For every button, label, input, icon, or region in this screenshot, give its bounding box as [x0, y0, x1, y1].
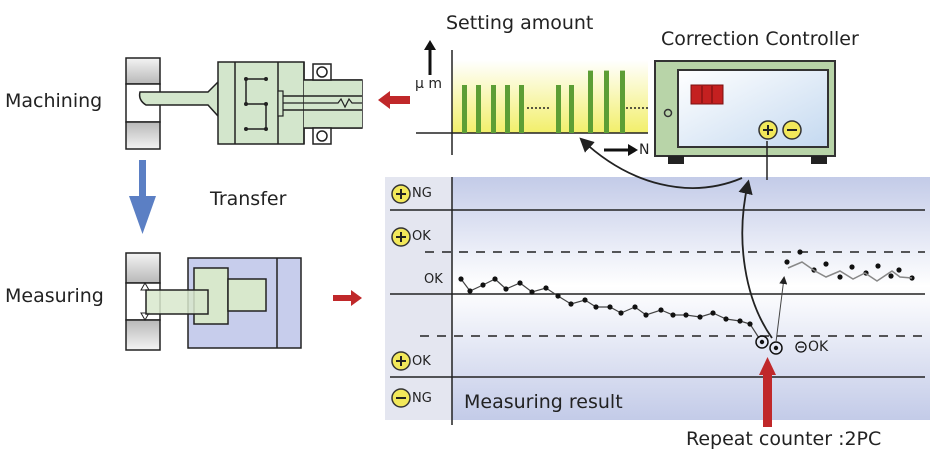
feedback-arrow-to-controller — [738, 179, 773, 339]
measurement-point — [458, 276, 464, 282]
setting-bar — [556, 85, 561, 133]
measurement-point — [582, 297, 588, 303]
transfer-label: Transfer — [210, 188, 287, 210]
measurement-point — [467, 288, 473, 294]
measurement-point — [543, 285, 549, 291]
setting-bar — [569, 85, 574, 133]
machining-label: Machining — [5, 90, 103, 112]
measurement-point — [683, 312, 689, 318]
minus-ok-label: OK — [808, 339, 829, 355]
measurement-point — [480, 282, 486, 288]
zone-label-minus-ng: NG — [412, 391, 432, 406]
repeat-counter-arrow — [759, 357, 776, 427]
corrected-trend-line — [787, 261, 913, 282]
measurement-point — [849, 264, 855, 270]
plus-icon — [391, 184, 411, 204]
measurement-point — [784, 259, 790, 265]
setting-bar — [505, 85, 510, 133]
y-axis-unit: μ m — [415, 76, 442, 92]
zone-label-ok: OK — [424, 272, 443, 287]
measurement-point — [643, 312, 649, 318]
setting-bar — [462, 85, 467, 133]
measurement-point — [710, 310, 716, 316]
measurement-point — [837, 274, 843, 280]
setting-bar — [604, 70, 609, 133]
machining-chuck — [125, 57, 161, 150]
corrected-jump-arrow — [775, 276, 788, 343]
power-led-icon — [663, 108, 673, 118]
measurement-point — [568, 301, 574, 307]
setting-bar — [491, 85, 496, 133]
setting-bar — [620, 70, 625, 133]
zone-label-plus-ok-lower: OK — [412, 354, 431, 369]
measurement-point — [737, 318, 743, 324]
measurement-point — [797, 249, 803, 255]
measurement-point — [896, 267, 902, 273]
measurement-point — [747, 321, 753, 327]
measurement-point — [658, 307, 664, 313]
repeat-counter-label: Repeat counter :2PC — [686, 428, 882, 450]
zone-label-plus-ok: OK — [412, 229, 431, 244]
measurement-point — [492, 276, 498, 282]
transfer-arrow — [129, 160, 156, 234]
measurement-point — [670, 312, 676, 318]
measurement-point — [555, 293, 561, 299]
measurement-point — [875, 263, 881, 269]
measuring-result-chart — [385, 177, 930, 425]
measurement-point — [723, 316, 729, 322]
plus-icon — [391, 227, 411, 247]
measurement-point — [823, 261, 829, 267]
setting-bar — [588, 70, 593, 133]
measurement-point — [517, 280, 523, 286]
measurement-point — [607, 304, 613, 310]
measurement-point — [632, 304, 638, 310]
correction-controller — [654, 60, 836, 164]
x-axis-unit: N — [639, 142, 650, 158]
setting-amount-title: Setting amount — [446, 12, 594, 34]
measurement-point — [888, 273, 894, 279]
setting-amount-chart — [416, 40, 648, 156]
zone-label-plus-ng: NG — [412, 186, 432, 201]
measurement-point — [529, 289, 535, 295]
machining-tool — [138, 61, 363, 145]
measurement-point — [593, 304, 599, 310]
measuring-gauge — [145, 257, 302, 349]
minus-ok-icon — [795, 341, 807, 353]
measurement-point — [697, 314, 703, 320]
red-arrow-right — [333, 290, 362, 306]
setting-bar — [519, 85, 524, 133]
minus-knob[interactable] — [782, 120, 802, 140]
measuring-label: Measuring — [5, 285, 104, 307]
measurement-point — [503, 286, 509, 292]
feedback-arrow-to-chart — [579, 137, 743, 189]
plus-knob[interactable] — [758, 120, 778, 140]
minus-icon — [391, 388, 411, 408]
setting-bar — [476, 85, 481, 133]
red-arrow-left — [378, 91, 410, 109]
measuring-result-label: Measuring result — [464, 391, 623, 413]
measurement-point — [618, 310, 624, 316]
plus-icon — [391, 351, 411, 371]
correction-controller-title: Correction Controller — [661, 28, 859, 50]
